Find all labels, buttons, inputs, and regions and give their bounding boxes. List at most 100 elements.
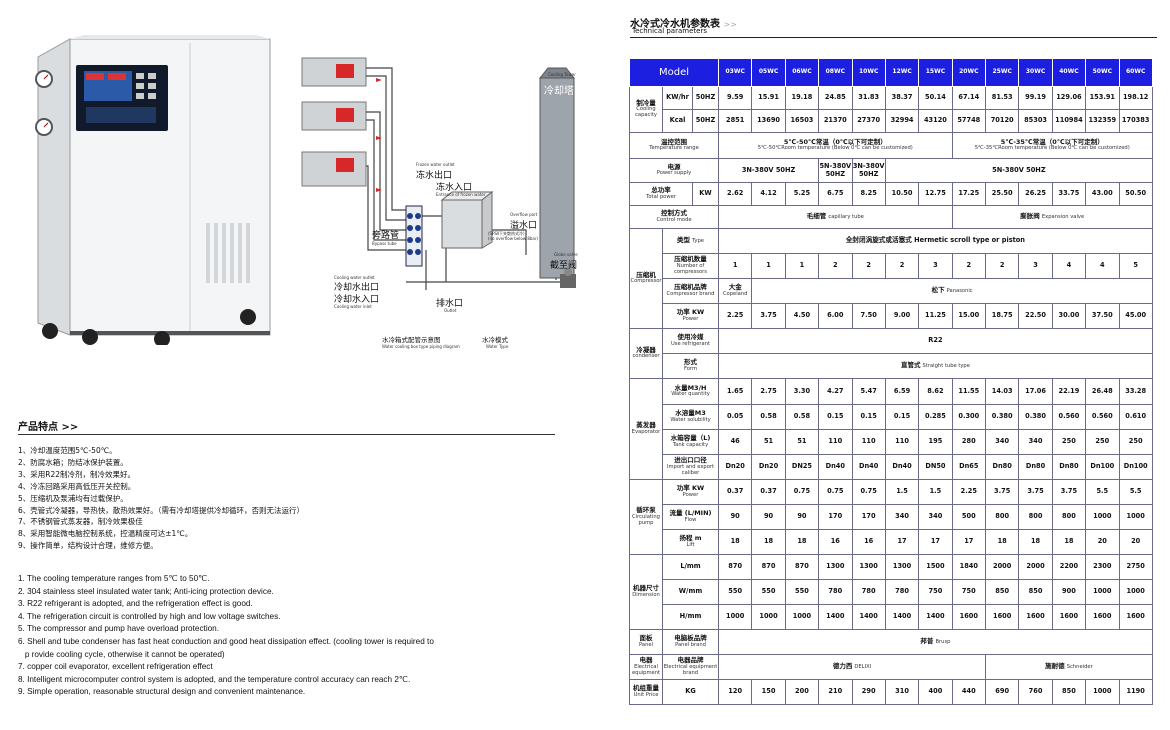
table-cell: KW (692, 182, 719, 206)
value-cell: 0.610 (1118, 404, 1153, 430)
value-cell: 200 (784, 679, 820, 705)
value-cell: Dn80 (1018, 454, 1053, 480)
value-cell: 12.75 (918, 182, 953, 206)
value-cell: 1190 (1118, 679, 1153, 705)
value-cell: 17 (918, 529, 953, 555)
cell-value-cn: 松下 (931, 286, 945, 295)
value-cell: Dn40 (884, 454, 920, 480)
cell-label-cn: 控制方式 (661, 209, 687, 218)
cell-label-en: condenser (632, 353, 660, 360)
value-cell: 0.75 (851, 479, 886, 505)
value-cell: 2 (818, 253, 853, 279)
value-cell: 3.75 (1051, 479, 1087, 505)
value-cell: 10.50 (884, 182, 920, 206)
frozen-in-label: 冻水入口 (436, 183, 473, 193)
overflow-note: (SPSⅡ下夹散热式冷) (488, 231, 525, 236)
value-cell: 0.300 (951, 404, 987, 430)
cell-label-en: Temperature range (649, 145, 699, 152)
cell-label-cn: 5℃-50℃常温（0℃以下可定制） (783, 137, 887, 146)
value-cell: 21370 (818, 109, 853, 133)
value-cell: 400 (918, 679, 953, 705)
valve-en: Globe valve (554, 252, 578, 257)
model-cell: 50WC (1085, 58, 1120, 87)
value-cell: 70120 (984, 109, 1020, 133)
table-cell: 全封闭涡旋式或活塞式 Hermetic scroll type or pisto… (718, 228, 1153, 254)
feature-cn-item: 5、压缩机及泵浦均有过载保护。 (18, 493, 128, 503)
value-cell: 550 (751, 579, 786, 605)
cell-label-en: Power supply (656, 170, 692, 177)
value-cell: 170383 (1118, 109, 1153, 133)
value-cell: 27370 (851, 109, 886, 133)
value-cell: 1600 (1085, 604, 1120, 630)
piping-diagram: Cooling Tower 冷却塔 Frozen water outlet 冻水… (296, 50, 596, 350)
cell-value-cn: 邦普 (920, 637, 934, 646)
cell-label-en: Electrical equipment brand (663, 663, 718, 676)
value-cell: 0.15 (851, 404, 886, 430)
model-cell: 10WC (851, 58, 886, 87)
value-cell: 1 (784, 253, 820, 279)
value-cell: Dn80 (984, 454, 1020, 480)
cell-label-en: Use refrigerant (670, 340, 711, 347)
value-cell: 4 (1051, 253, 1087, 279)
cool-out-label: 冷却水出口 (334, 283, 380, 293)
value-cell: 18.75 (984, 303, 1020, 329)
cell-label-en: Tank capacity (672, 441, 709, 448)
cell-label-en: Panel (639, 641, 653, 648)
value-cell: 3 (1018, 253, 1053, 279)
value-cell: 2 (884, 253, 920, 279)
value-cell: 1300 (851, 554, 886, 580)
value-cell: 340 (918, 504, 953, 530)
table-cell: 直管式 Straight tube type (718, 353, 1153, 379)
cell-label-cn: 功率 KW (676, 484, 705, 493)
value-cell: 1.5 (918, 479, 953, 505)
cell-label-cn: 电器品牌 (677, 656, 704, 665)
value-cell: 1840 (951, 554, 987, 580)
value-cell: 310 (884, 679, 920, 705)
value-cell: 19.18 (784, 86, 820, 110)
value-cell: 2 (951, 253, 987, 279)
value-cell: 340 (884, 504, 920, 530)
value-cell: 5.5 (1118, 479, 1153, 505)
value-cell: 11.55 (951, 378, 987, 405)
value-cell: 67.14 (951, 86, 987, 110)
value-cell: 1.5 (884, 479, 920, 505)
value-cell: 26.48 (1085, 378, 1120, 405)
table-cell: 施耐德 Schneider (985, 654, 1153, 680)
table-cell: H/mm (662, 604, 719, 630)
table-subtitle: Technical parameters (632, 27, 707, 35)
value-cell: 15.00 (951, 303, 987, 329)
value-cell: 50.14 (918, 86, 953, 110)
value-cell: DN50 (918, 454, 953, 480)
cell-label-cn: 机组重量 (633, 684, 659, 693)
value-cell: 18 (984, 529, 1020, 555)
cell-label-cn: 形式 (684, 358, 697, 367)
value-cell: 110 (818, 429, 853, 455)
feature-cn-item: 4、冷冻回路采用高低压开关控制。 (18, 481, 136, 491)
value-cell: 800 (1018, 504, 1053, 530)
cell-label-cn: 机器尺寸 (633, 584, 659, 593)
value-cell: 51 (784, 429, 820, 455)
value-cell: 110984 (1051, 109, 1087, 133)
overflow-en: Overflow port (510, 212, 538, 217)
value-cell: 25.50 (984, 182, 1020, 206)
value-cell: 0.560 (1051, 404, 1087, 430)
value-cell: 2.25 (717, 303, 753, 329)
cell-label-en: Unit Price (633, 691, 659, 698)
value-cell: 1600 (1051, 604, 1087, 630)
cell-label-en: Flow (684, 516, 697, 523)
value-cell: 2750 (1118, 554, 1153, 580)
cell-label-en: Power (682, 315, 699, 322)
value-cell: 31.83 (851, 86, 886, 110)
cell-value-en: Panasonic (946, 288, 973, 295)
cell-label-cn: 温控范围 (661, 137, 687, 146)
